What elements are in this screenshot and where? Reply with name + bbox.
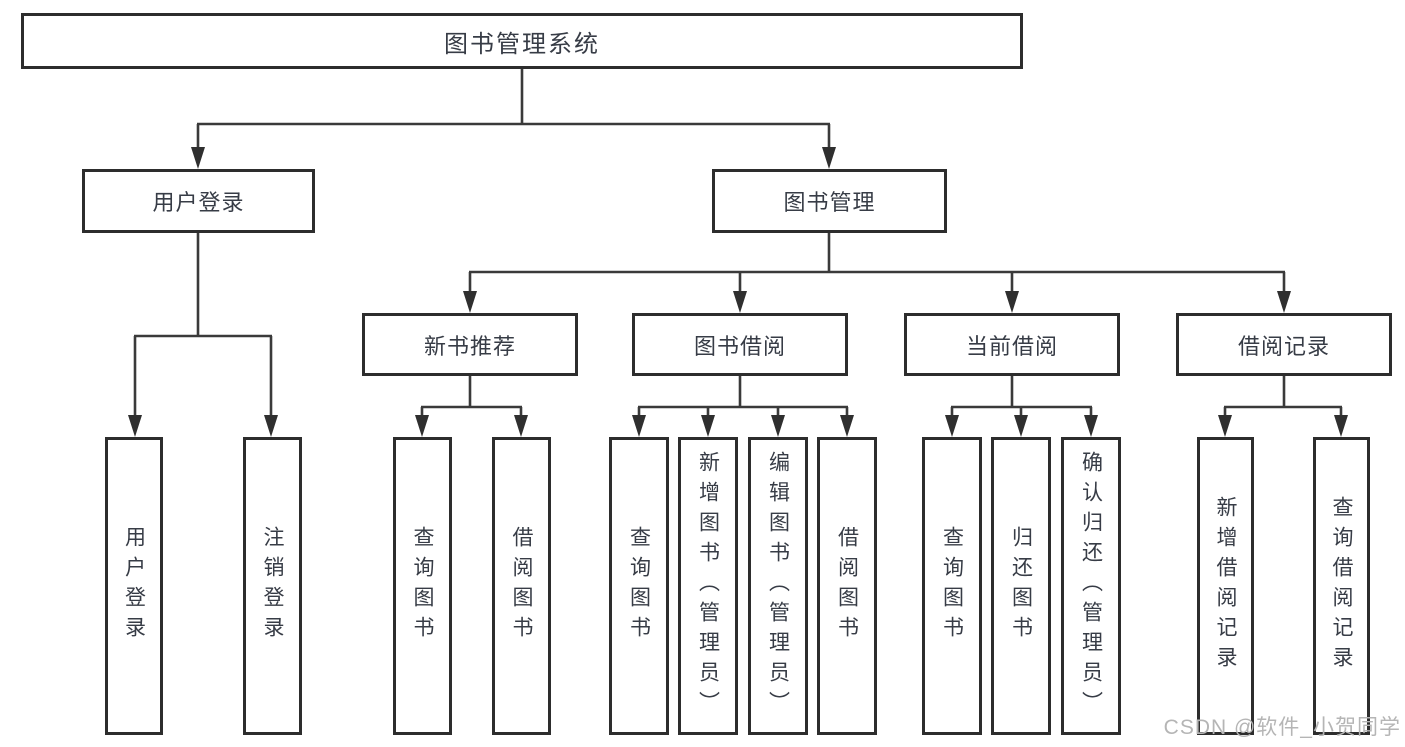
node-label: 查询借阅记录 xyxy=(1330,496,1353,676)
node-label: 归还图书 xyxy=(1009,526,1033,646)
node-label: 确认归还（管理员） xyxy=(1079,451,1103,721)
node-label: 用户登录 xyxy=(152,190,245,215)
node-label: 注销登录 xyxy=(261,526,284,646)
leaf-query-borrow-record: 查询借阅记录 xyxy=(1313,437,1370,735)
leaf-borrow-books-2: 借阅图书 xyxy=(817,437,877,735)
leaf-borrow-books-1: 借阅图书 xyxy=(492,437,551,735)
node-new-book-recommend: 新书推荐 xyxy=(362,313,578,376)
node-label: 当前借阅 xyxy=(965,333,1058,359)
node-label: 图书管理系统 xyxy=(444,30,600,58)
node-label: 图书管理 xyxy=(783,190,876,215)
node-label: 查询图书 xyxy=(411,526,434,646)
node-label: 查询图书 xyxy=(627,526,651,646)
leaf-user-login: 用户登录 xyxy=(105,437,163,735)
connector-lines xyxy=(133,69,1343,416)
node-library-management-system: 图书管理系统 xyxy=(21,13,1023,69)
leaf-logout: 注销登录 xyxy=(243,437,302,735)
node-book-borrowing: 图书借阅 xyxy=(632,313,848,376)
leaf-edit-books-admin: 编辑图书（管理员） xyxy=(748,437,808,735)
node-label: 新增借阅记录 xyxy=(1214,496,1237,676)
leaf-query-books-2: 查询图书 xyxy=(609,437,669,735)
arrowhead-icons xyxy=(128,147,1348,437)
leaf-query-books-1: 查询图书 xyxy=(393,437,452,735)
leaf-add-books-admin: 新增图书（管理员） xyxy=(678,437,738,735)
watermark: CSDN @软件_小贺同学 xyxy=(1163,716,1401,739)
node-book-management: 图书管理 xyxy=(712,169,947,233)
node-label: 新书推荐 xyxy=(423,333,516,359)
node-borrowing-records: 借阅记录 xyxy=(1176,313,1392,376)
leaf-confirm-return-admin: 确认归还（管理员） xyxy=(1061,437,1121,735)
node-current-borrowing: 当前借阅 xyxy=(904,313,1120,376)
node-label: 新增图书（管理员） xyxy=(696,451,720,721)
leaf-query-books-3: 查询图书 xyxy=(922,437,982,735)
node-label: 图书借阅 xyxy=(693,333,786,359)
node-user-login: 用户登录 xyxy=(82,169,315,233)
node-label: 查询图书 xyxy=(940,526,964,646)
leaf-add-borrow-record: 新增借阅记录 xyxy=(1197,437,1254,735)
node-label: 借阅记录 xyxy=(1237,333,1330,359)
node-label: 用户登录 xyxy=(122,526,146,646)
leaf-return-books: 归还图书 xyxy=(991,437,1051,735)
node-label: 借阅图书 xyxy=(510,526,533,646)
node-label: 编辑图书（管理员） xyxy=(766,451,790,721)
node-label: 借阅图书 xyxy=(835,526,859,646)
